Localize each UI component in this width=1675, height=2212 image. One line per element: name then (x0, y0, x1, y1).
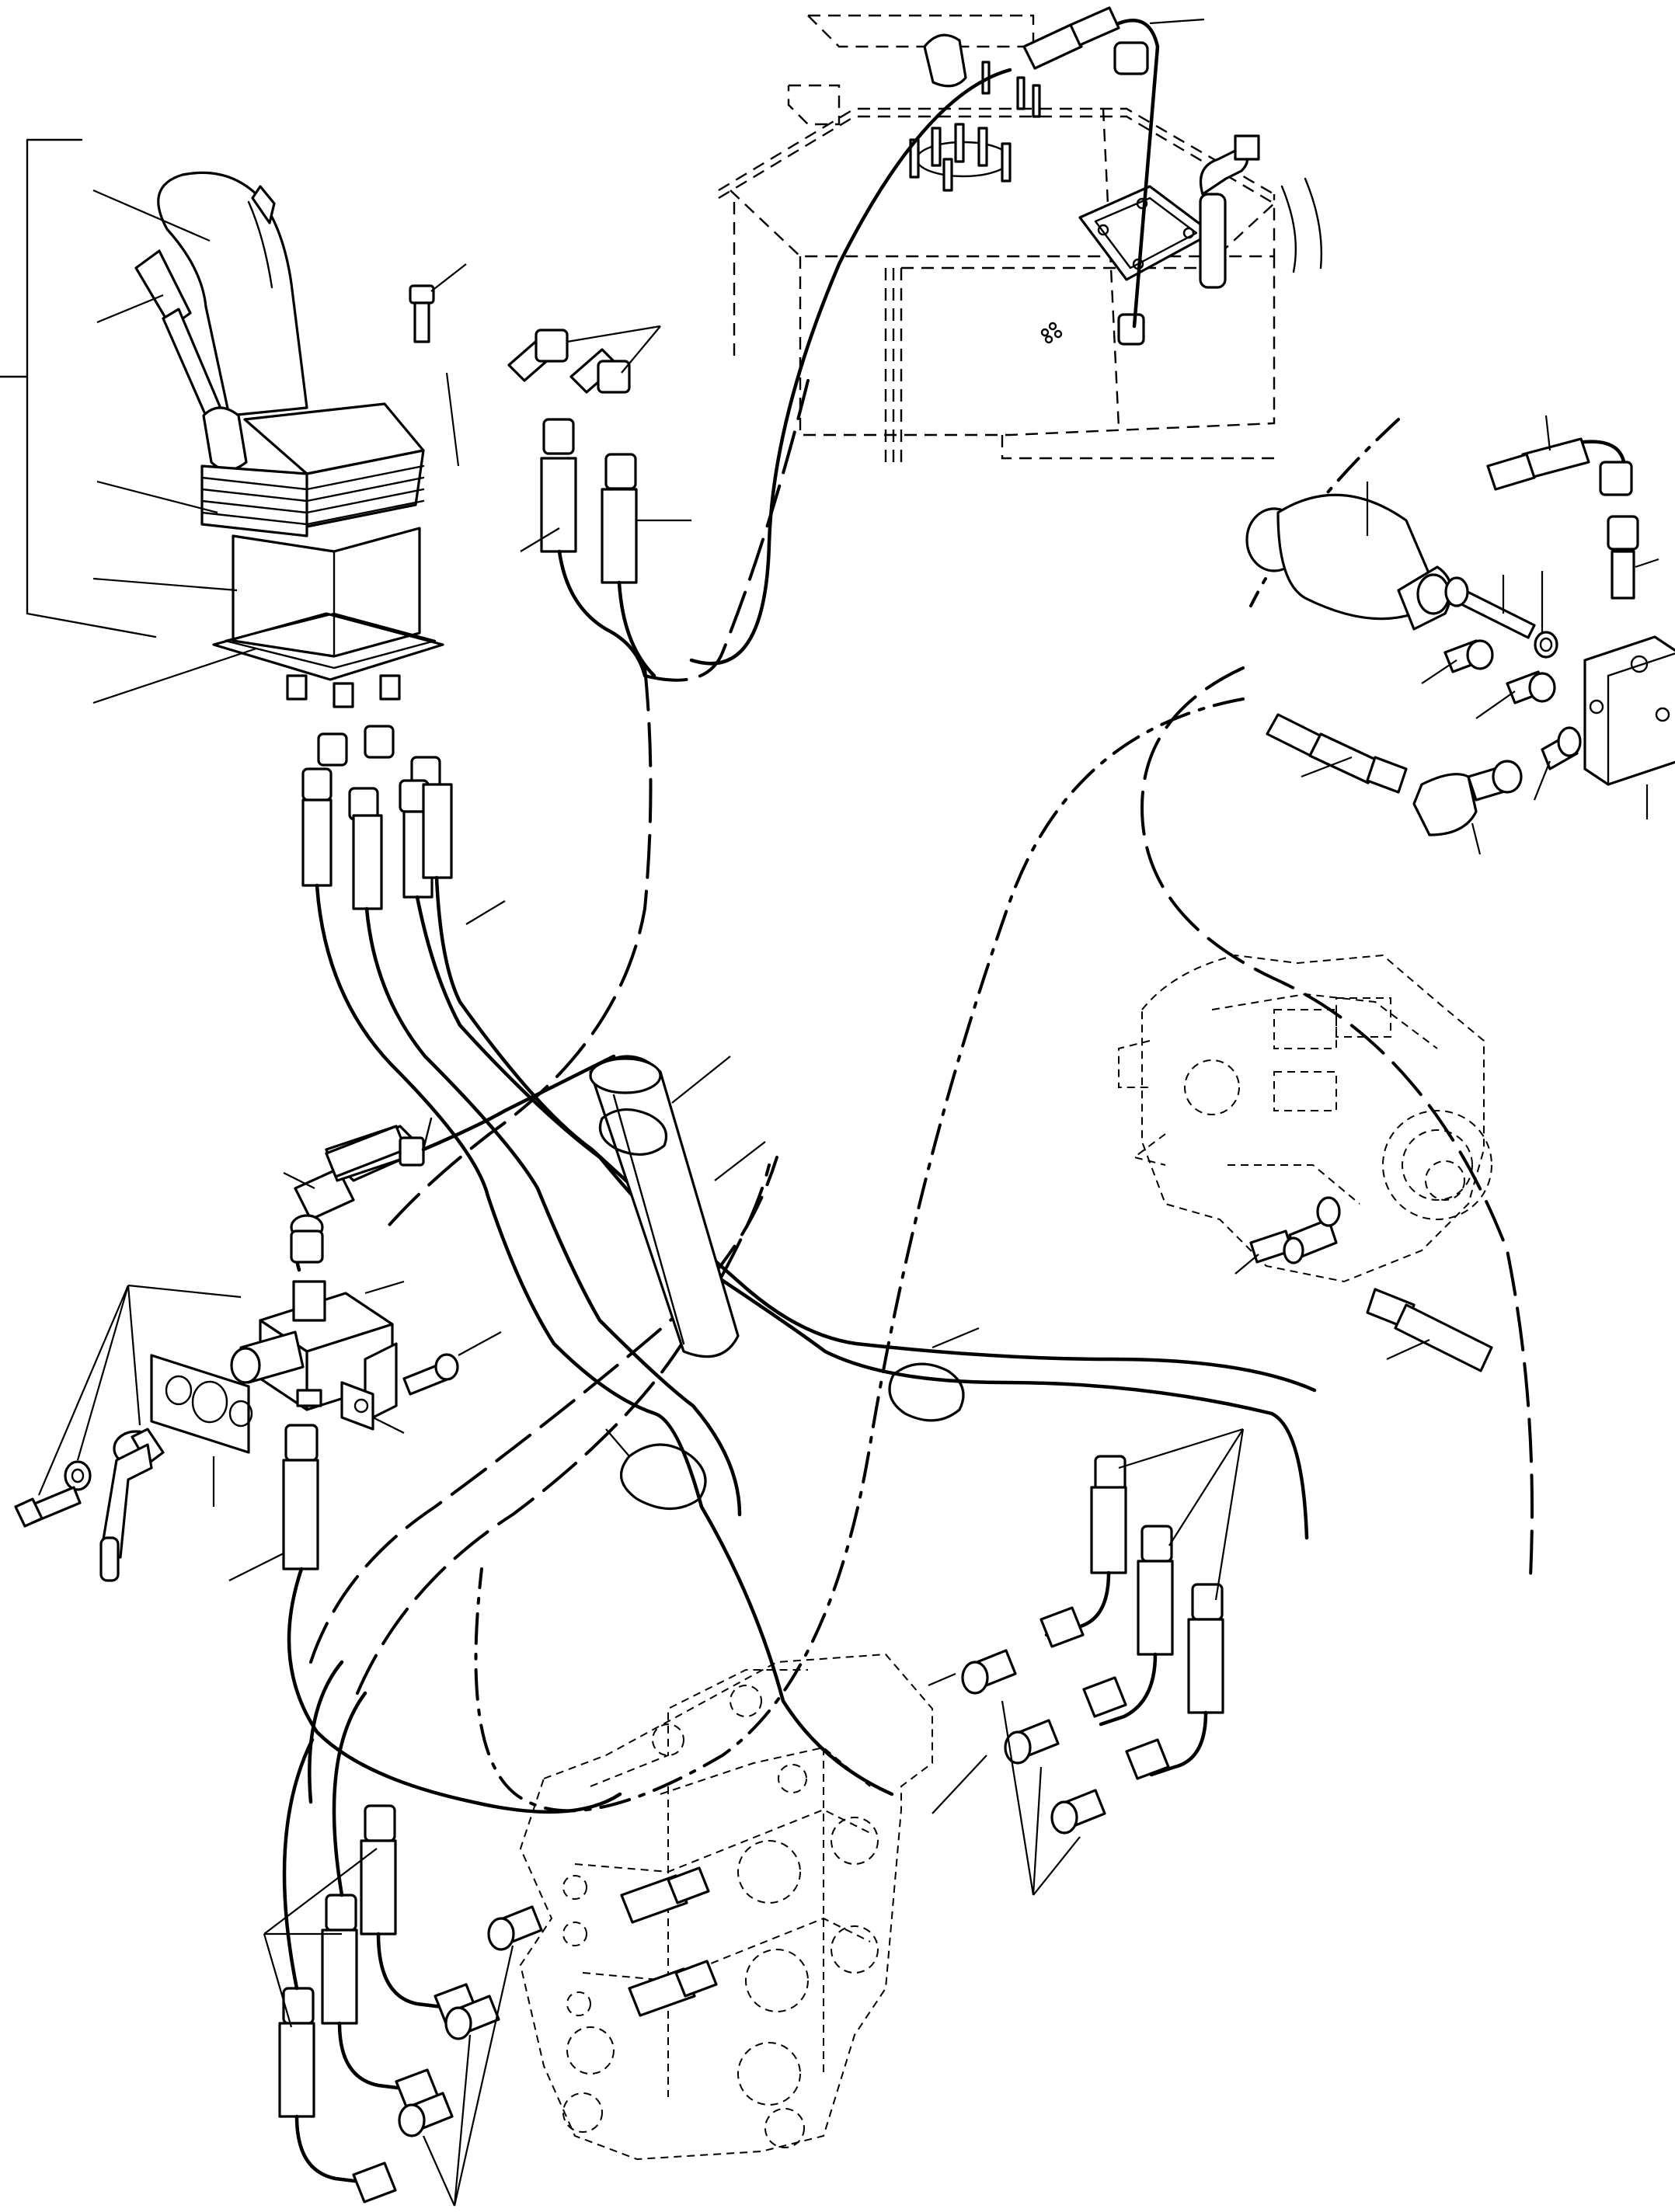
hydraulic-tank (718, 14, 1323, 466)
manual-valve (14, 1054, 622, 1814)
control-valve (519, 1653, 933, 2161)
pipe-runs (309, 379, 1534, 1813)
joystick-hoses (301, 725, 1317, 1796)
valve-right-hoses (928, 1428, 1245, 1896)
screw-joystick (409, 263, 467, 467)
tank-hose-assembly (689, 6, 1205, 666)
sleeve (589, 1055, 766, 1358)
hose-clamps (598, 1108, 980, 1511)
pump (1118, 954, 1493, 1372)
joystick-assembly (0, 138, 444, 708)
tee-fittings (507, 325, 691, 678)
valve-left-hoses (263, 1660, 543, 2207)
accumulator-group (1245, 415, 1675, 855)
